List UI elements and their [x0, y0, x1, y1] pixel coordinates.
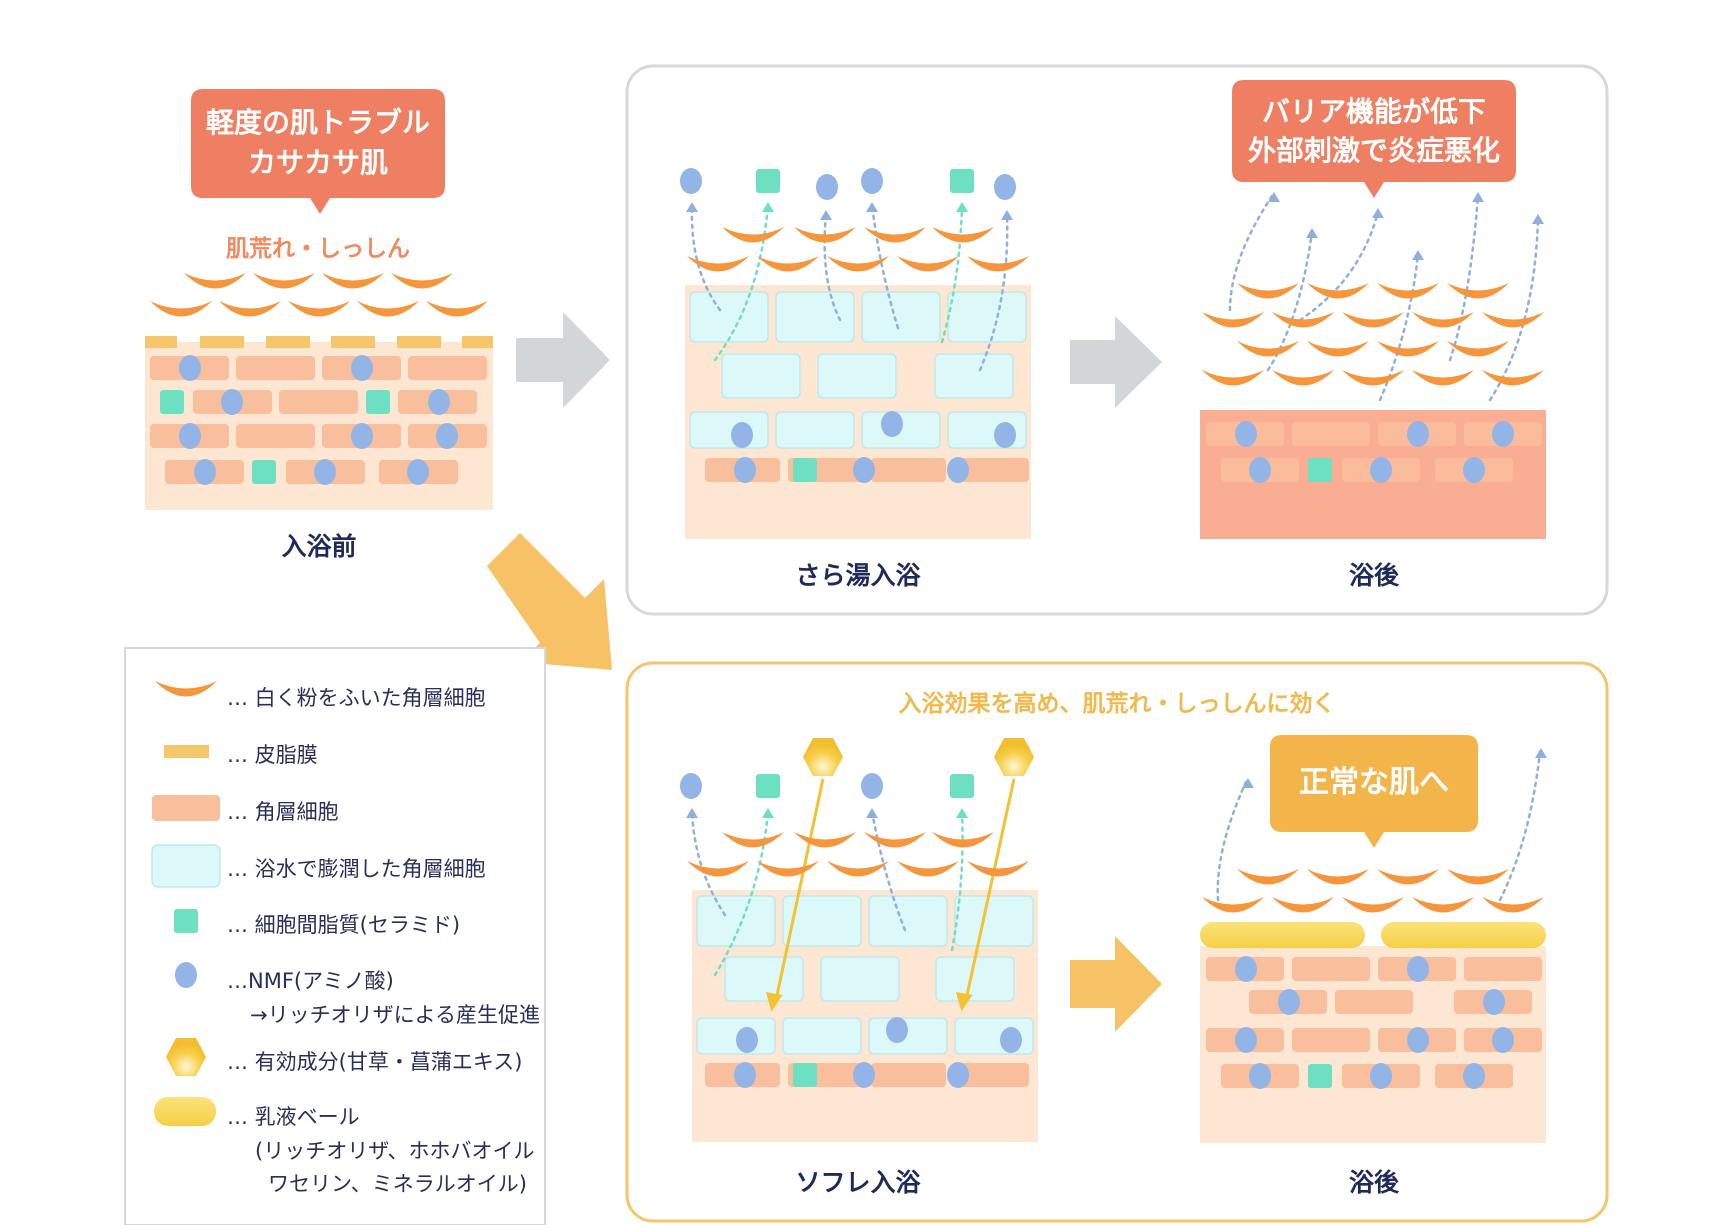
plain-after-bubble: [1232, 80, 1516, 198]
sebum-film-icon: [164, 745, 209, 758]
legend-sebum-film-text: … 皮脂膜: [227, 743, 318, 767]
emulsion-veil: [1200, 922, 1546, 948]
plain-after-bubble-line2: 外部刺激で炎症悪化: [1247, 134, 1500, 167]
soufre-swollen-cells: [696, 895, 1034, 1055]
after-soufre-scales: [1202, 869, 1544, 913]
corneocyte-icon: [152, 795, 220, 821]
before-bubble: [191, 89, 445, 214]
soufre-bath-frame: [625, 661, 1609, 1223]
arrow-soufre-to-after: [1070, 936, 1162, 1032]
before-bath-label: 入浴前: [281, 532, 357, 561]
plain-bath-label: さら湯入浴: [795, 561, 921, 590]
before-flaky-scales: [150, 273, 488, 317]
sebum-film: [145, 336, 493, 348]
soufre-released-particles: [680, 773, 974, 799]
after-soufre-arrowheads: [1242, 748, 1547, 788]
plain-released-particles: [680, 168, 1016, 200]
plain-scales: [687, 227, 1029, 272]
legend-nmf-text: …NMF(アミノ酸): [227, 969, 394, 993]
soufre-bath-label: ソフレ入浴: [795, 1168, 921, 1197]
soufre-escaping-paths: [690, 810, 964, 977]
after-plain-scales: [1202, 283, 1544, 386]
arrow-before-to-soufre: [487, 533, 612, 670]
before-bubble-line1: 軽度の肌トラブル: [205, 106, 430, 139]
legend-emulsion-veil-text: … 乳液ベール: [227, 1105, 360, 1129]
soufre-after-bubble-text: 正常な肌へ: [1299, 765, 1449, 800]
arrow-before-to-plain: [516, 312, 610, 408]
legend-active-ingredient-text: … 有効成分(甘草・菖蒲エキス): [227, 1050, 523, 1074]
legend-flaky-corneocyte-text: … 白く粉をふいた角層細胞: [227, 686, 486, 710]
legend-nmf-sub: →リッチオリザによる産生促進: [250, 1003, 540, 1027]
before-bath-panel: [145, 89, 493, 510]
after-soufre-paths: [1216, 750, 1542, 902]
emulsion-veil-icon: [154, 1097, 216, 1126]
active-ingredient-hexes: [803, 738, 1034, 776]
before-bubble-line2: カサカサ肌: [247, 146, 388, 179]
plain-after-bubble-line1: バリア機能が低下: [1261, 95, 1486, 128]
plain-swollen-cells: [689, 291, 1027, 449]
after-plain-paths: [1228, 194, 1540, 402]
plain-bath-frame: [625, 64, 1609, 616]
legend-ceramide-text: … 細胞間脂質(セラミド): [227, 913, 461, 937]
swollen-corneocyte-icon: [151, 844, 221, 888]
active-ingredient-paths: [765, 778, 1016, 1012]
legend-corneocyte-text: … 角層細胞: [227, 800, 339, 824]
soufre-after-panel: [1200, 735, 1547, 1143]
legend-swollen-corneocyte-text: … 浴水で膨潤した角層細胞: [227, 857, 486, 881]
legend-emulsion-veil-sub2: ワセリン、ミネラルオイル): [268, 1172, 527, 1196]
arrow-plain-to-after: [1070, 316, 1162, 408]
before-symptom-caption: 肌荒れ・しっしん: [226, 236, 410, 262]
legend-frame: [124, 647, 546, 1225]
soufre-scales: [687, 832, 1029, 877]
legend-emulsion-veil-sub: (リッチオリザ、ホホバオイル: [255, 1139, 535, 1163]
after-plain-arrowheads: [1268, 192, 1544, 260]
nmf-icon: [175, 962, 197, 988]
soufre-after-label: 浴後: [1348, 1168, 1399, 1197]
legend: [124, 647, 546, 1225]
soufre-bath-panel: [680, 738, 1038, 1142]
ceramide-icon: [174, 909, 198, 933]
soufre-arrowheads: [686, 808, 968, 818]
plain-after-label: 浴後: [1348, 561, 1399, 590]
plain-arrowheads: [686, 202, 1013, 220]
plain-bath-panel: [680, 168, 1031, 539]
soufre-after-bubble: [1270, 735, 1478, 848]
soufre-effect-caption: 入浴効果を高め、肌荒れ・しっしんに効く: [898, 691, 1336, 717]
plain-after-panel: [1200, 80, 1546, 539]
